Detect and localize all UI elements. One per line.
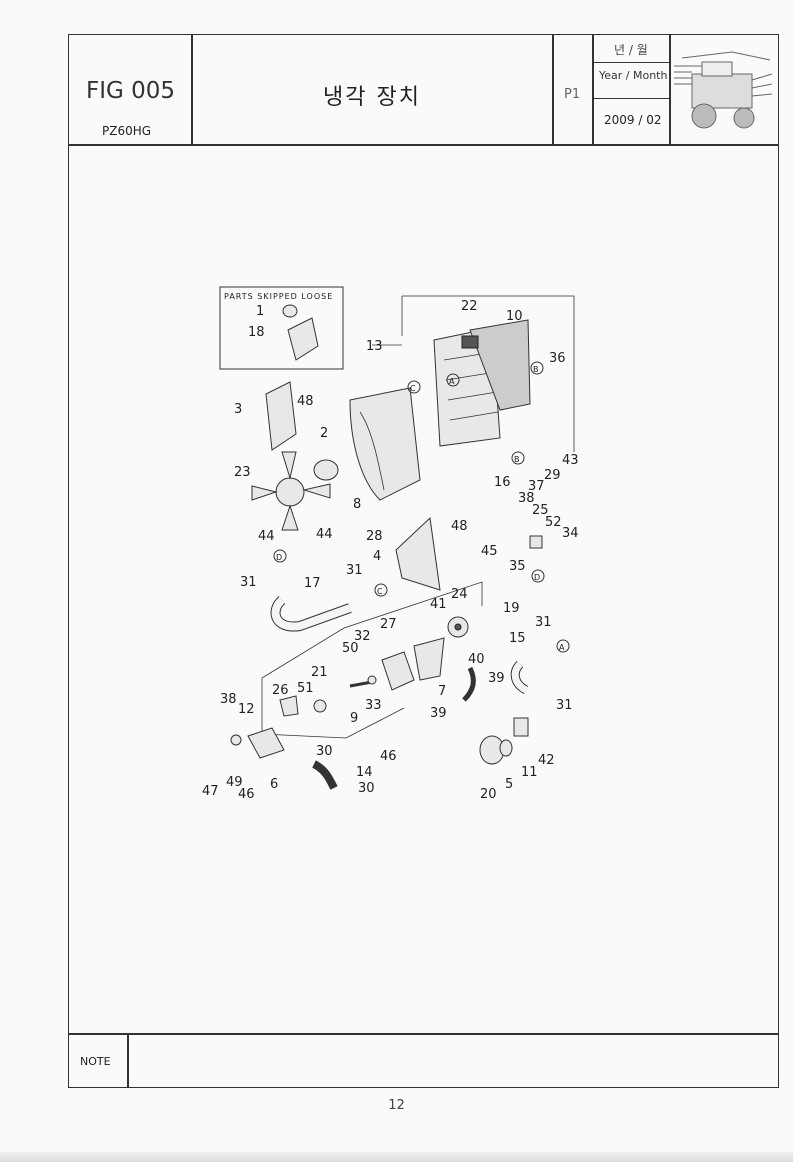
callout-4: 4 bbox=[373, 549, 381, 564]
page-number: 12 bbox=[388, 1098, 405, 1113]
callout-46: 46 bbox=[238, 787, 255, 802]
figure-number: FIG 005 bbox=[86, 78, 176, 104]
callout-3: 3 bbox=[234, 402, 242, 417]
year-month-label-ko: 년 / 월 bbox=[614, 43, 648, 57]
callout-23: 23 bbox=[234, 465, 251, 480]
callout-34: 34 bbox=[562, 526, 579, 541]
callout-12: 12 bbox=[238, 702, 255, 717]
page-code: P1 bbox=[564, 87, 581, 102]
callout-39: 39 bbox=[430, 706, 447, 721]
callout-B: B bbox=[533, 365, 539, 374]
callout-16: 16 bbox=[494, 475, 511, 490]
callout-14: 14 bbox=[356, 765, 373, 780]
callout-30: 30 bbox=[358, 781, 375, 796]
callout-27: 27 bbox=[380, 617, 397, 632]
callout-39: 39 bbox=[488, 671, 505, 686]
year-month-value: 2009 / 02 bbox=[604, 113, 662, 127]
callout-20: 20 bbox=[480, 787, 497, 802]
callout-43: 43 bbox=[562, 453, 579, 468]
callout-15: 15 bbox=[509, 631, 526, 646]
callout-36: 36 bbox=[549, 351, 566, 366]
callout-50: 50 bbox=[342, 641, 359, 656]
callout-35: 35 bbox=[509, 559, 526, 574]
callout-25: 25 bbox=[532, 503, 549, 518]
callout-1: 1 bbox=[256, 304, 264, 319]
callout-21: 21 bbox=[311, 665, 328, 680]
callout-31: 31 bbox=[240, 575, 257, 590]
callout-7: 7 bbox=[438, 684, 446, 699]
callout-31: 31 bbox=[535, 615, 552, 630]
callout-10: 10 bbox=[506, 309, 523, 324]
callout-5: 5 bbox=[505, 777, 513, 792]
callout-D: D bbox=[276, 553, 282, 562]
year-month-label-en: Year / Month bbox=[599, 69, 668, 82]
callout-B: B bbox=[514, 455, 520, 464]
callout-32: 32 bbox=[354, 629, 371, 644]
reference-marks: A B C D B D C A bbox=[273, 361, 570, 653]
callout-38: 38 bbox=[518, 491, 535, 506]
callout-52: 52 bbox=[545, 515, 562, 530]
callout-C: C bbox=[377, 587, 383, 596]
note-divider bbox=[68, 1033, 779, 1035]
callout-19: 19 bbox=[503, 601, 520, 616]
callout-38: 38 bbox=[220, 692, 237, 707]
callout-48: 48 bbox=[297, 394, 314, 409]
callout-41: 41 bbox=[430, 597, 447, 612]
callout-44: 44 bbox=[258, 529, 275, 544]
note-column-divider bbox=[127, 1033, 129, 1088]
callout-44: 44 bbox=[316, 527, 333, 542]
callout-33: 33 bbox=[365, 698, 382, 713]
callout-42: 42 bbox=[538, 753, 555, 768]
callout-C: C bbox=[410, 384, 416, 393]
callout-9: 9 bbox=[350, 711, 358, 726]
callout-8: 8 bbox=[353, 497, 361, 512]
note-label: NOTE bbox=[80, 1055, 111, 1068]
callout-40: 40 bbox=[468, 652, 485, 667]
callout-28: 28 bbox=[366, 529, 383, 544]
callout-26: 26 bbox=[272, 683, 289, 698]
callout-45: 45 bbox=[481, 544, 498, 559]
callout-30: 30 bbox=[316, 744, 333, 759]
callout-37: 37 bbox=[528, 479, 545, 494]
rice-transplanter-icon bbox=[674, 51, 773, 129]
callout-labels: 1 18 13 22 10 36 3 48 2 23 8 44 44 16 38… bbox=[202, 299, 579, 802]
callout-6: 6 bbox=[270, 777, 278, 792]
callout-47: 47 bbox=[202, 784, 219, 799]
callout-2: 2 bbox=[320, 426, 328, 441]
callout-D: D bbox=[534, 573, 540, 582]
callout-24: 24 bbox=[451, 587, 468, 602]
callout-48: 48 bbox=[451, 519, 468, 534]
callout-46: 46 bbox=[380, 749, 397, 764]
callout-A: A bbox=[559, 643, 565, 652]
callout-18: 18 bbox=[248, 325, 265, 340]
title-block: FIG 005 PZ60HG 냉각 장치 P1 년 / 월 Year / Mon… bbox=[68, 34, 779, 146]
callout-22: 22 bbox=[461, 299, 478, 314]
callout-31: 31 bbox=[346, 563, 363, 578]
callout-13: 13 bbox=[366, 339, 383, 354]
inset-caption: PARTS SKIPPED LOOSE bbox=[224, 292, 333, 301]
callout-51: 51 bbox=[297, 681, 314, 696]
callout-17: 17 bbox=[304, 576, 321, 591]
callout-49: 49 bbox=[226, 775, 243, 790]
callout-31: 31 bbox=[556, 698, 573, 713]
model-code: PZ60HG bbox=[102, 124, 152, 138]
page-title: 냉각 장치 bbox=[323, 85, 421, 110]
callout-29: 29 bbox=[544, 468, 561, 483]
callout-11: 11 bbox=[521, 765, 538, 780]
callout-A: A bbox=[449, 377, 455, 386]
scan-edge bbox=[0, 1152, 793, 1162]
page-frame bbox=[68, 34, 779, 1088]
